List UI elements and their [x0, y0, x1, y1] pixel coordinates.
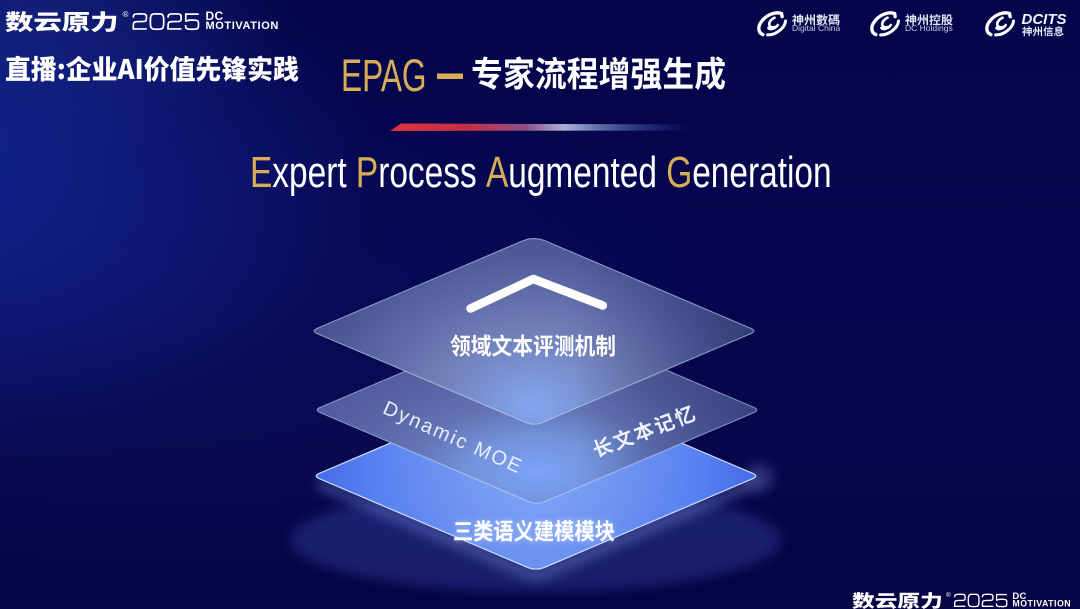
svg-text:EPAG: EPAG [341, 52, 427, 102]
svg-text:DC Holdings: DC Holdings [905, 23, 953, 33]
svg-text:DCITS: DCITS [1022, 11, 1067, 28]
svg-text:Digital China: Digital China [792, 23, 840, 33]
svg-text:Expert Process Augmented Gener: Expert Process Augmented Generation [250, 149, 832, 197]
